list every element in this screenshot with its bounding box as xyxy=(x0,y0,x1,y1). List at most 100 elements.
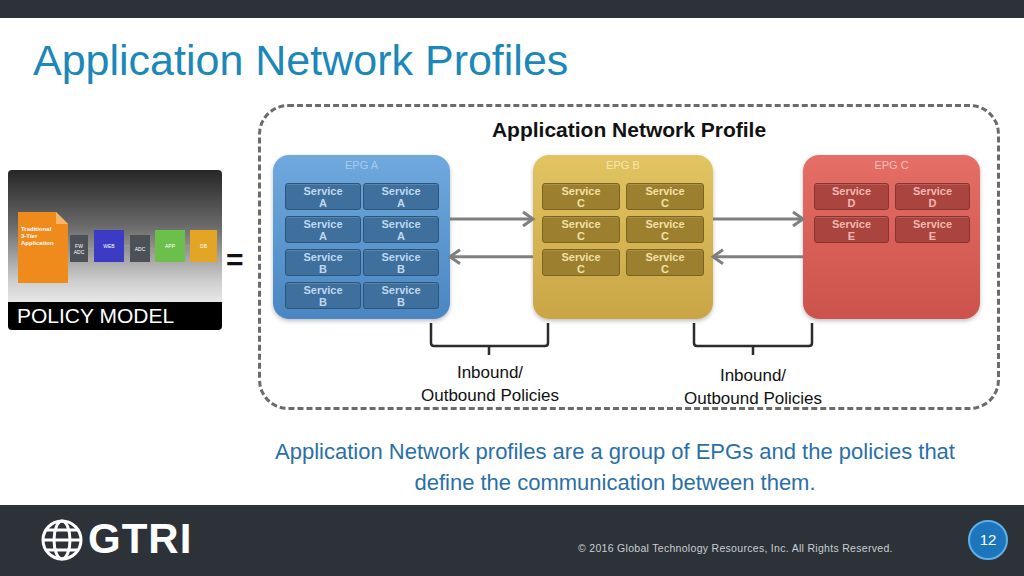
service-box: Service D xyxy=(814,183,889,210)
footer-bar xyxy=(0,505,1024,576)
tier-label: DB xyxy=(190,243,217,249)
tier-box: APP xyxy=(155,230,185,262)
service-label: Service A xyxy=(300,218,346,242)
service-label: Service B xyxy=(378,284,424,308)
epg-group: EPG C Service D Service D Service E Service … xyxy=(803,155,980,319)
connector-line xyxy=(713,217,803,220)
document-label: Traditional 3-Tier Application xyxy=(21,226,57,247)
panel-label: POLICY MODEL xyxy=(8,302,222,330)
epg-label: EPG A xyxy=(273,159,450,171)
slide-title: Application Network Profiles xyxy=(33,36,568,85)
service-box: Service C xyxy=(626,216,704,243)
service-box: Service C xyxy=(626,249,704,276)
service-box: Service B xyxy=(363,282,439,309)
flow-arrow xyxy=(713,250,803,264)
copyright-text: © 2016 Global Technology Resources, Inc.… xyxy=(578,542,893,554)
service-label: Service C xyxy=(642,185,688,209)
application-document: Traditional 3-Tier Application xyxy=(18,212,68,283)
profile-heading: Application Network Profile xyxy=(261,118,997,142)
policy-bracket xyxy=(431,323,548,355)
service-label: Service D xyxy=(910,185,956,209)
epg-group: EPG A Service A Service A Service A Service … xyxy=(273,155,450,319)
slide-caption: Application Network profiles are a group… xyxy=(262,436,968,498)
service-label: Service C xyxy=(558,251,604,275)
tier-box: ADC xyxy=(130,235,150,262)
globe-parallels xyxy=(46,530,78,550)
epg-label: EPG B xyxy=(533,159,713,171)
connector-line xyxy=(124,245,130,247)
service-label: Service B xyxy=(300,251,346,275)
top-bar xyxy=(0,0,1024,18)
service-box: Service C xyxy=(542,183,620,210)
tier-link xyxy=(124,246,130,247)
document-body xyxy=(18,212,68,283)
document-fold xyxy=(56,212,68,224)
tier-box: DB xyxy=(190,230,217,262)
service-box: Service B xyxy=(285,249,361,276)
page-number: 12 xyxy=(968,531,1008,548)
arrow-head xyxy=(713,250,723,264)
logo-text: GTRI xyxy=(88,516,192,562)
service-box: Service A xyxy=(285,216,361,243)
service-box: Service B xyxy=(363,249,439,276)
page-number-badge xyxy=(969,521,1007,559)
service-label: Service C xyxy=(558,218,604,242)
connector-line xyxy=(88,248,94,250)
policy-bracket xyxy=(694,323,812,355)
service-box: Service A xyxy=(363,216,439,243)
service-box: Service E xyxy=(814,216,889,243)
tier-link xyxy=(150,248,155,249)
service-box: Service C xyxy=(542,216,620,243)
globe-equator xyxy=(43,539,81,542)
service-box: Service C xyxy=(626,183,704,210)
service-box: Service B xyxy=(285,282,361,309)
tier-label: ADC xyxy=(130,246,150,252)
service-label: Service C xyxy=(558,185,604,209)
connector-line xyxy=(450,255,533,258)
profile-container: Application Network ProfileEPG A Service … xyxy=(258,104,1000,410)
tier-link xyxy=(185,246,190,247)
service-label: Service E xyxy=(910,218,956,242)
tier-label: APP xyxy=(155,243,185,249)
epg-group: EPG B Service C Service C Service C Service … xyxy=(533,155,713,319)
service-box: Service D xyxy=(895,183,970,210)
document-outline xyxy=(18,212,68,283)
arrow-head xyxy=(450,250,460,264)
epg-label: EPG C xyxy=(803,159,980,171)
service-box: Service C xyxy=(542,249,620,276)
tier-label: WEB xyxy=(94,243,124,249)
service-label: Service B xyxy=(378,251,424,275)
service-label: Service A xyxy=(300,185,346,209)
connector-line xyxy=(713,255,803,258)
equals-sign: = xyxy=(226,243,244,277)
connector-line xyxy=(450,217,533,220)
tier-link xyxy=(88,248,94,249)
connector-line xyxy=(185,245,190,247)
arrow-head xyxy=(523,212,533,226)
policy-label: Inbound/ Outbound Policies xyxy=(419,361,561,407)
policy-model-panel: POLICY MODEL Traditional 3-Tier Applicati… xyxy=(8,170,222,330)
service-box: Service A xyxy=(285,183,361,210)
connector-line xyxy=(150,248,155,250)
arrow-head xyxy=(793,212,803,226)
service-label: Service E xyxy=(829,218,875,242)
flow-arrow xyxy=(713,212,803,226)
globe-outline xyxy=(43,521,81,559)
service-label: Service C xyxy=(642,218,688,242)
service-box: Service E xyxy=(895,216,970,243)
service-label: Service A xyxy=(378,218,424,242)
flow-arrow xyxy=(450,250,533,264)
service-label: Service B xyxy=(300,284,346,308)
service-box: Service A xyxy=(363,183,439,210)
tier-box: FW ADC xyxy=(70,235,88,262)
globe-logo xyxy=(43,521,81,559)
service-label: Service D xyxy=(829,185,875,209)
tier-box: WEB xyxy=(94,230,124,262)
service-label: Service A xyxy=(378,185,424,209)
service-label: Service C xyxy=(642,251,688,275)
flow-arrow xyxy=(450,212,533,226)
policy-label: Inbound/ Outbound Policies xyxy=(682,364,824,410)
tier-label: FW ADC xyxy=(70,243,88,255)
